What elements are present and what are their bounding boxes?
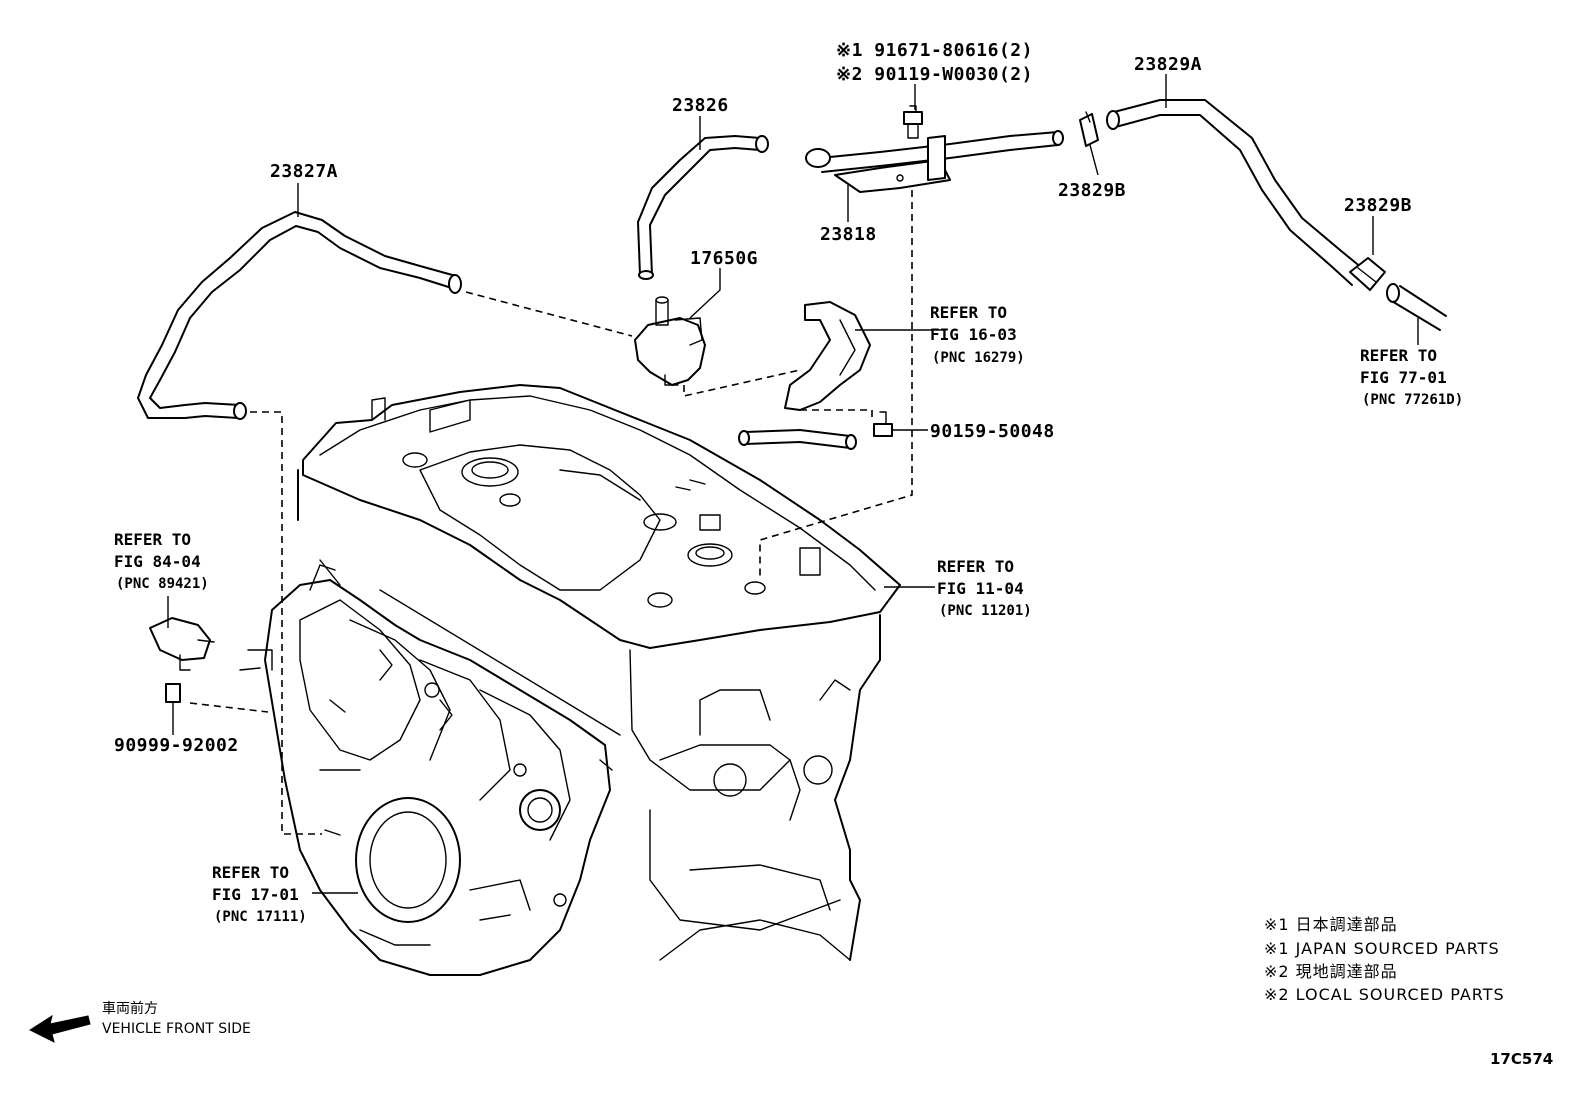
label-23826: 23826 xyxy=(672,95,729,116)
ref-fig-16-03[interactable]: REFER TO FIG 16-03 (PNC 16279) xyxy=(930,303,1025,366)
ref-fig11-pnc: (PNC 11201) xyxy=(939,603,1032,619)
hose-23826 xyxy=(637,135,769,280)
ref-fig84-pnc: (PNC 89421) xyxy=(116,576,209,592)
legend-line-2: ※1 JAPAN SOURCED PARTS xyxy=(1264,939,1500,958)
intake-manifold xyxy=(239,564,613,976)
label-23827a: 23827A xyxy=(270,161,338,182)
assembly-lines xyxy=(189,190,913,835)
hose-23827a xyxy=(137,211,462,420)
ref-fig-17-01[interactable]: REFER TO FIG 17-01 (PNC 17111) xyxy=(212,863,307,925)
label-23829a: 23829A xyxy=(1134,54,1202,75)
fitting-90999 xyxy=(165,683,181,713)
label-23829b-lower: 23829B xyxy=(1344,195,1412,216)
hose-23829a xyxy=(1106,99,1363,286)
note-line-2: ※2 90119-W0030(2) xyxy=(836,64,1033,85)
ref-fig84-fig: FIG 84-04 xyxy=(114,552,201,571)
diagram-code: 17C574 xyxy=(1490,1050,1553,1068)
sensor-89421 xyxy=(149,617,215,671)
clamp-23829b-upper xyxy=(1079,111,1099,147)
legend-line-1: ※1 日本調達部品 xyxy=(1264,915,1398,934)
bolt-90159 xyxy=(873,411,893,437)
legend: ※1 日本調達部品 ※1 JAPAN SOURCED PARTS ※2 現地調達… xyxy=(1264,915,1505,1004)
label-23818: 23818 xyxy=(820,224,877,245)
ref-fig17-title: REFER TO xyxy=(212,863,289,882)
engine-block xyxy=(297,384,901,961)
ref-fig16-title: REFER TO xyxy=(930,303,1007,322)
clamp-23829b-lower xyxy=(1349,257,1386,291)
ref-fig-84-04[interactable]: REFER TO FIG 84-04 (PNC 89421) xyxy=(114,530,209,592)
label-90159: 90159-50048 xyxy=(930,421,1055,442)
ref-fig-77-01[interactable]: REFER TO FIG 77-01 (PNC 77261D) xyxy=(1360,346,1463,408)
bolt-91671 xyxy=(903,105,923,139)
pipe-23818 xyxy=(805,130,1064,193)
ref-fig17-fig: FIG 17-01 xyxy=(212,885,299,904)
legend-line-3: ※2 現地調達部品 xyxy=(1264,962,1398,981)
ref-fig17-pnc: (PNC 17111) xyxy=(214,909,307,925)
label-23829b-upper: 23829B xyxy=(1058,180,1126,201)
label-17650g: 17650G xyxy=(690,248,758,269)
bracket-16279 xyxy=(738,301,871,450)
ref-fig84-title: REFER TO xyxy=(114,530,191,549)
ref-fig-11-04[interactable]: REFER TO FIG 11-04 (PNC 11201) xyxy=(937,557,1032,619)
front-en-label: VEHICLE FRONT SIDE xyxy=(102,1021,251,1037)
leader-lines xyxy=(167,74,1419,894)
valve-17650g xyxy=(634,296,706,386)
ref-fig11-fig: FIG 11-04 xyxy=(937,579,1024,598)
label-90999: 90999-92002 xyxy=(114,735,239,756)
note-line-1: ※1 91671-80616(2) xyxy=(836,40,1033,61)
pipe-stub-77 xyxy=(1389,299,1441,331)
arrow-left-icon xyxy=(28,1014,91,1043)
ref-fig11-title: REFER TO xyxy=(937,557,1014,576)
vehicle-front-indicator: 車両前方 VEHICLE FRONT SIDE xyxy=(28,1000,251,1043)
ref-fig16-fig: FIG 16-03 xyxy=(930,325,1017,344)
ref-fig77-fig: FIG 77-01 xyxy=(1360,368,1447,387)
ref-fig77-pnc: (PNC 77261D) xyxy=(1362,392,1463,408)
legend-line-4: ※2 LOCAL SOURCED PARTS xyxy=(1264,985,1505,1004)
ref-fig16-pnc: (PNC 16279) xyxy=(932,350,1025,366)
front-jp-label: 車両前方 xyxy=(102,1000,158,1017)
ref-fig77-title: REFER TO xyxy=(1360,346,1437,365)
